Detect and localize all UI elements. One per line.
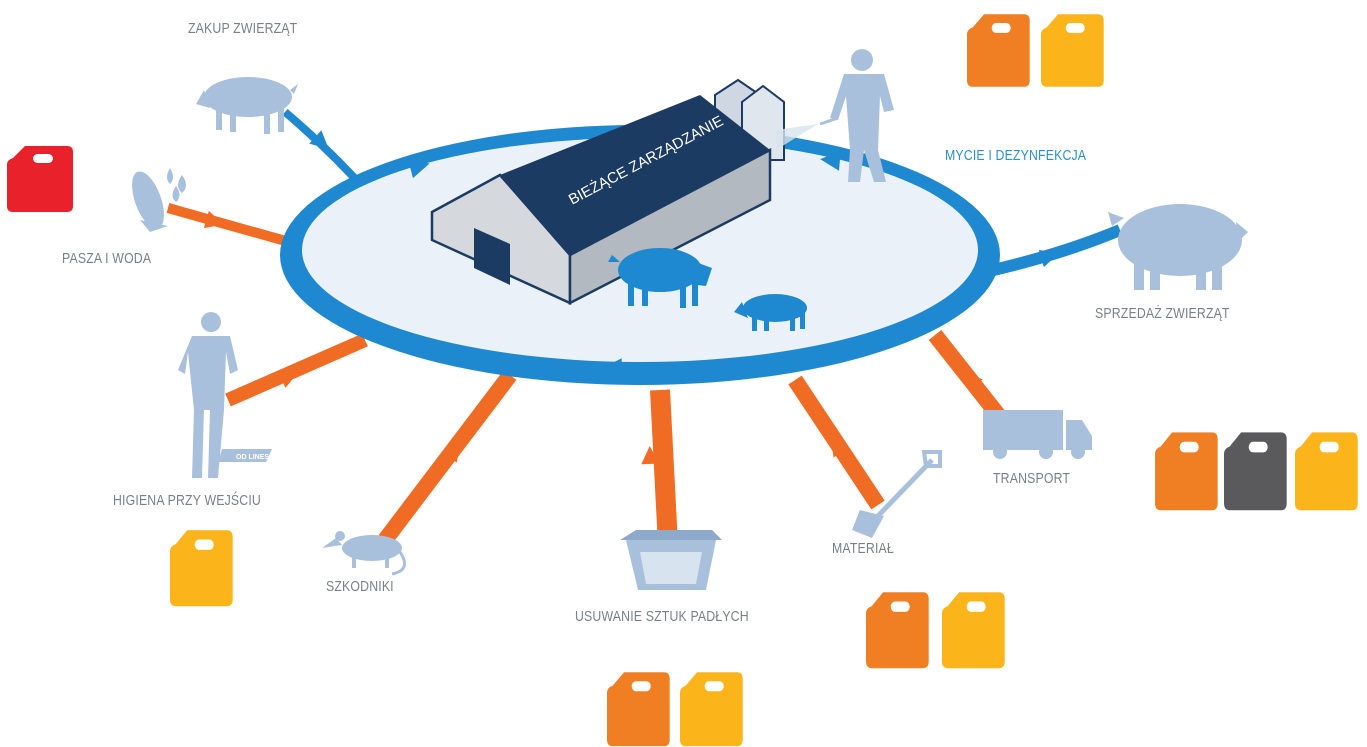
canister-yellow-carcass [680, 672, 743, 747]
canister-red [7, 146, 73, 212]
svg-text:OD LINES: OD LINES [236, 454, 269, 461]
canister-orange-carcass [607, 672, 670, 747]
washing-worker-icon [776, 49, 894, 182]
canister-yellow-hygiene [170, 530, 233, 607]
shovel-icon [852, 450, 942, 538]
canister-orange-material [866, 592, 929, 669]
canister-orange-transport [1155, 432, 1218, 511]
arrow-carcass [650, 389, 678, 546]
worker-icon [178, 312, 238, 478]
purchase-pig-icon [196, 77, 298, 134]
silhouettes: OD LINES [132, 49, 1248, 590]
truck-icon [983, 410, 1092, 459]
canister-orange-top [967, 14, 1030, 87]
rat-icon [322, 531, 406, 576]
pigs-in-barn [608, 248, 807, 331]
corn-icon [132, 171, 168, 232]
label-entry-hygiene: HIGIENA PRZY WEJŚCIU [113, 492, 261, 509]
canister-yellow-top [1041, 14, 1104, 87]
arrow-animal-sale [983, 224, 1123, 278]
label-material: MATERIAŁ [832, 540, 894, 557]
label-wash-disinfect: MYCIE I DEZYNFEKCJA [945, 147, 1087, 164]
water-drops-icon [167, 168, 186, 202]
label-animal-sale: SPRZEDAŻ ZWIERZĄT [1095, 305, 1230, 322]
barn-door [474, 228, 510, 285]
sale-pig-icon [1108, 204, 1248, 290]
arrow-entry-hygiene [225, 333, 368, 407]
arrow-pests [378, 370, 517, 545]
canister-gray-transport [1224, 432, 1287, 511]
arrow-feed-water [166, 203, 302, 250]
canister-yellow-material [942, 592, 1005, 669]
label-feed-water: PASZA I WODA [62, 250, 152, 267]
label-carcass-removal: USUWANIE SZTUK PADŁYCH [575, 608, 749, 625]
footbath-mat: OD LINES [218, 449, 272, 462]
label-animal-purchase: ZAKUP ZWIERZĄT [188, 20, 298, 37]
label-transport: TRANSPORT [993, 470, 1071, 487]
barn-roof [500, 95, 770, 255]
pig-small-icon [734, 294, 807, 331]
canister-yellow-transport [1295, 432, 1358, 511]
pig-large-icon [608, 248, 712, 308]
carcass-container-icon [620, 530, 722, 590]
label-pests: SZKODNIKI [326, 578, 394, 595]
